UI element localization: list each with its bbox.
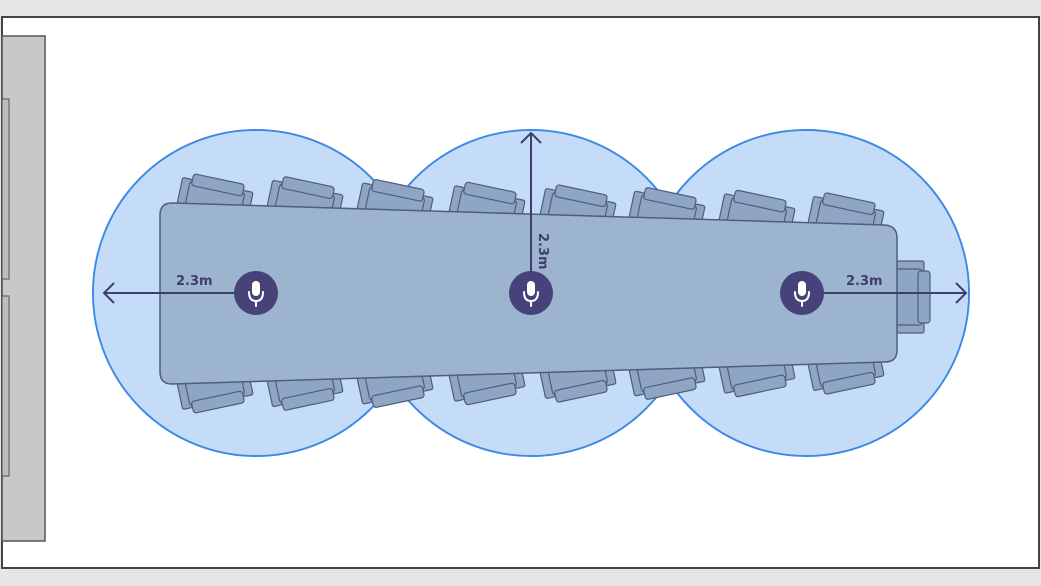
wall-fixture bbox=[1, 295, 10, 477]
arrowhead-left bbox=[102, 282, 115, 304]
mic-left[interactable] bbox=[234, 271, 278, 315]
arrowhead-right bbox=[955, 282, 968, 304]
wall-fixture bbox=[1, 98, 10, 280]
microphone-icon bbox=[523, 281, 539, 307]
mic-right[interactable] bbox=[780, 271, 824, 315]
microphone-icon bbox=[794, 281, 810, 307]
range-label-right: 2.3m bbox=[846, 274, 883, 289]
microphone-icon bbox=[248, 281, 264, 307]
arrowhead-up bbox=[520, 131, 542, 144]
range-label-center: 2.3m bbox=[535, 233, 550, 270]
mic-center[interactable] bbox=[509, 271, 553, 315]
range-label-left: 2.3m bbox=[176, 274, 213, 289]
range-arrows bbox=[102, 131, 968, 304]
microphones bbox=[234, 271, 824, 315]
